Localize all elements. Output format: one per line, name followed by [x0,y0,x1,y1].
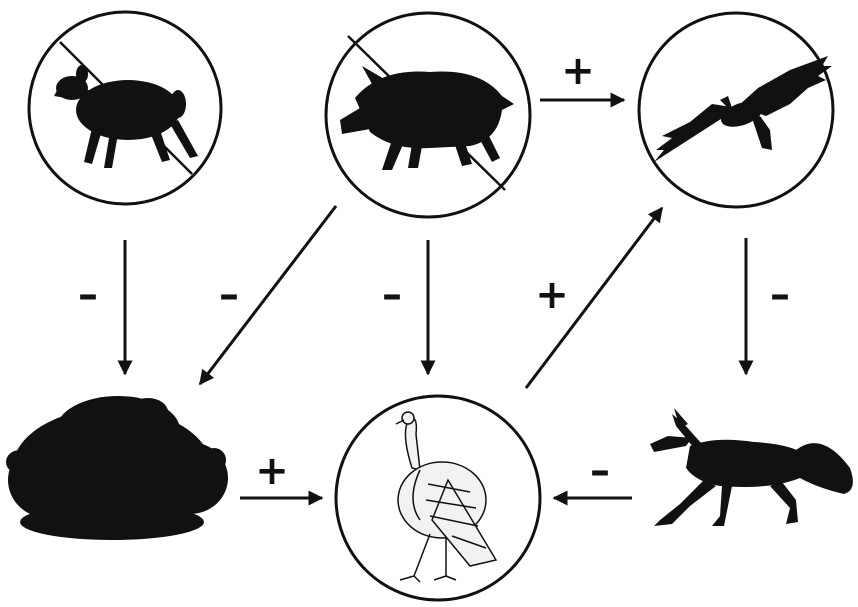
shrub-node [6,396,228,540]
edge-sign: – [590,448,610,494]
edge-boar-eagle: + [540,48,624,100]
shrub-icon [6,396,228,540]
eagle-icon [654,56,832,162]
fox-icon [650,408,853,526]
boar-icon [340,66,514,170]
edge-sign: + [255,448,289,494]
fox-node [650,408,853,526]
edge-shrub-turkey: + [240,448,322,498]
edge-sign: – [78,272,98,318]
edge-sign: + [535,272,569,318]
edge-sign: – [770,272,790,318]
eagle-node [639,13,833,207]
edge-boar-shrub: – [200,206,336,384]
edge-fox-turkey: – [554,448,632,498]
edge-boar-turkey: – [382,240,428,374]
edge-sign: – [382,272,402,318]
boar-node [326,13,530,217]
edge-sign: – [219,272,239,318]
sheep-node [29,12,221,204]
turkey-icon [396,412,496,582]
edge-turkey-eagle: + [526,208,662,388]
turkey-node [336,396,540,600]
edge-sign: + [561,48,595,94]
edge-sheep-shrub: – [78,240,125,374]
edge-eagle-fox: – [746,238,790,374]
sheep-icon [54,65,198,168]
